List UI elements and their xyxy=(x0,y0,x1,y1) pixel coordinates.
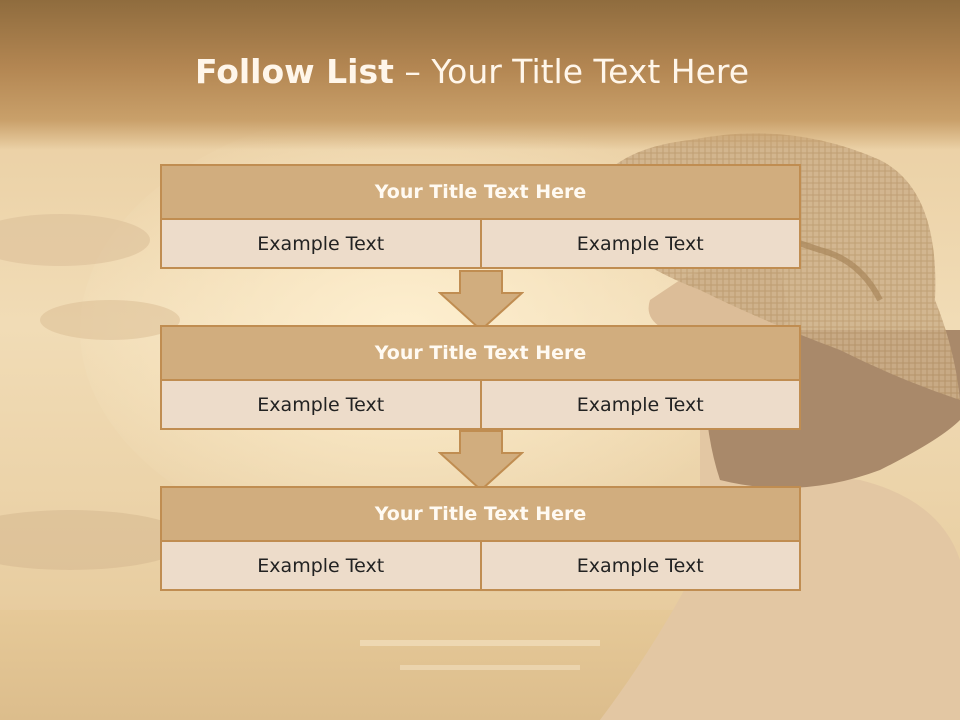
block-cell-right: Example Text xyxy=(481,220,801,269)
title-rest: – Your Title Text Here xyxy=(393,52,750,91)
block-cell-left: Example Text xyxy=(160,381,482,430)
block-cell-right: Example Text xyxy=(481,381,801,430)
block-row: Example Text Example Text xyxy=(160,381,801,430)
title-bold: Follow List xyxy=(194,52,394,91)
block-cell-left: Example Text xyxy=(160,220,482,269)
slide-title: Follow List – Your Title Text Here xyxy=(0,52,944,91)
list-block-2: Your Title Text Here Example Text Exampl… xyxy=(160,325,801,430)
block-cell-right: Example Text xyxy=(481,542,801,591)
down-arrow-icon xyxy=(438,430,524,492)
block-title: Your Title Text Here xyxy=(160,164,801,220)
block-cell-left: Example Text xyxy=(160,542,482,591)
block-row: Example Text Example Text xyxy=(160,542,801,591)
list-block-1: Your Title Text Here Example Text Exampl… xyxy=(160,164,801,269)
block-row: Example Text Example Text xyxy=(160,220,801,269)
down-arrow-icon xyxy=(438,270,524,332)
block-title: Your Title Text Here xyxy=(160,486,801,542)
block-title: Your Title Text Here xyxy=(160,325,801,381)
title-bar xyxy=(0,0,960,150)
list-block-3: Your Title Text Here Example Text Exampl… xyxy=(160,486,801,591)
